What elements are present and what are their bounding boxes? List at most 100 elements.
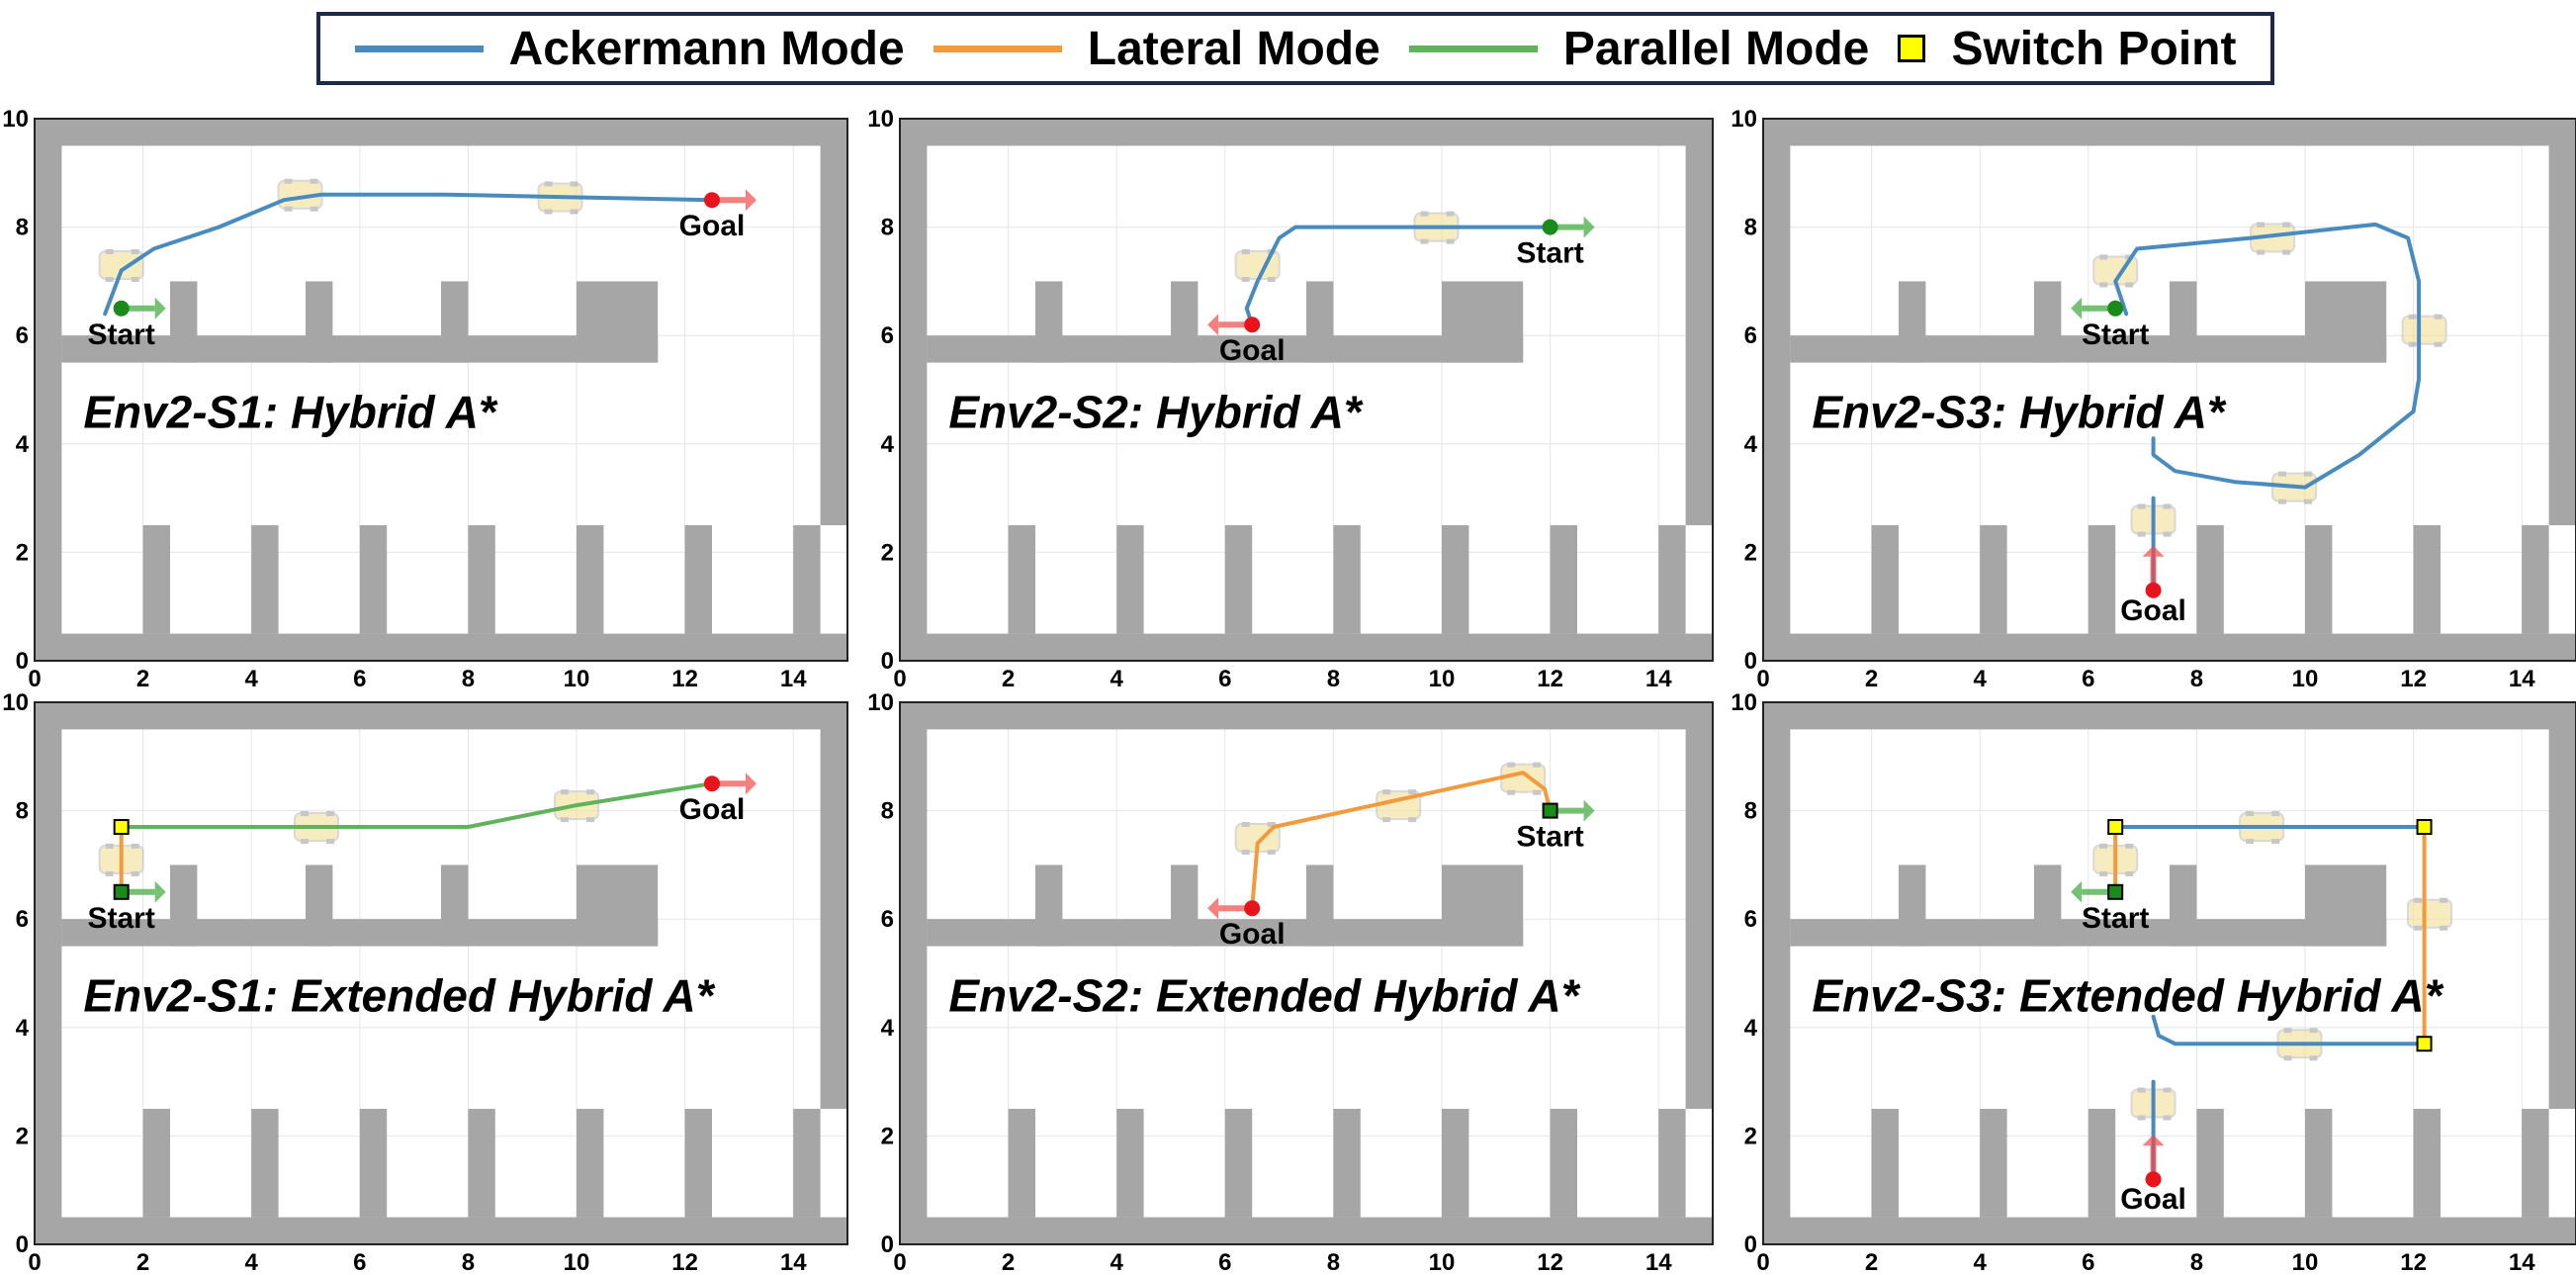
obstacle	[2305, 1109, 2333, 1218]
y-tick-label: 6	[881, 906, 894, 933]
obstacle	[2087, 1109, 2116, 1218]
vehicle-wheel	[2163, 1115, 2172, 1121]
vehicle-wheel	[586, 789, 594, 795]
x-tick-label: 6	[353, 666, 366, 692]
vehicle-wheel	[300, 811, 309, 817]
obstacle	[1035, 281, 1063, 363]
vehicle-wheel	[1241, 822, 1250, 827]
x-tick-label: 8	[2190, 1249, 2203, 1275]
y-tick-label: 4	[1744, 431, 1758, 458]
vehicle-wheel	[2125, 870, 2134, 876]
path-ackermann	[1244, 225, 1553, 327]
vehicle-wheel	[1533, 762, 1542, 768]
x-tick-label: 6	[1218, 1249, 1231, 1275]
start-marker	[113, 300, 130, 317]
legend-item-lateral: Lateral Mode	[933, 22, 1380, 76]
obstacle	[441, 865, 469, 947]
vehicle-wheel	[105, 843, 114, 849]
obstacle	[35, 119, 62, 661]
legend: Ackermann Mode Lateral Mode Parallel Mod…	[316, 12, 2274, 85]
panel-title: Env2-S2: Hybrid A*	[948, 386, 1364, 437]
obstacle	[1763, 702, 2576, 730]
obstacle	[251, 1109, 279, 1218]
obstacle	[900, 633, 1713, 661]
vehicle-wheel	[284, 178, 293, 184]
vehicle-wheel	[300, 839, 309, 845]
x-tick-label: 6	[353, 1249, 366, 1275]
x-tick-label: 0	[1756, 1249, 1769, 1275]
vehicle-wheel	[1267, 276, 1276, 282]
vehicle-wheel	[1382, 817, 1391, 823]
y-tick-label: 2	[1744, 539, 1757, 566]
obstacle	[900, 1217, 1713, 1244]
goal-arrow-icon-head	[746, 773, 756, 795]
vehicle-wheel	[2278, 499, 2287, 504]
y-tick-label: 4	[881, 431, 895, 458]
obstacle	[2548, 119, 2576, 525]
y-tick-label: 6	[16, 322, 29, 349]
vehicle-body	[2407, 898, 2453, 929]
vehicle-body	[98, 249, 144, 280]
vehicle-body	[1500, 763, 1547, 793]
vehicle-wheel	[2246, 839, 2255, 845]
vehicle-body	[2401, 315, 2447, 345]
vehicle-wheel	[561, 789, 569, 795]
vehicle-wheel	[2414, 925, 2423, 931]
x-tick-label: 14	[780, 666, 807, 692]
obstacle	[35, 119, 847, 146]
goal-label: Goal	[2120, 594, 2186, 627]
x-tick-label: 2	[1002, 1249, 1015, 1275]
start-label: Start	[2082, 902, 2149, 935]
vehicle-wheel	[2304, 499, 2313, 504]
path-ackermann	[2113, 222, 2422, 490]
goal-marker	[2145, 1171, 2162, 1188]
y-tick-label: 4	[16, 1015, 30, 1042]
x-tick-label: 0	[893, 666, 906, 692]
vehicle-wheel	[2137, 1087, 2146, 1093]
y-tick-label: 6	[1744, 322, 1757, 349]
obstacle	[1685, 702, 1713, 1109]
goal-arrow-icon-head	[1207, 897, 1219, 920]
obstacle	[306, 865, 333, 947]
obstacle	[927, 919, 1524, 947]
goal-arrow-icon-head	[746, 189, 756, 212]
y-tick-label: 2	[881, 539, 894, 566]
vehicle-wheel	[2271, 811, 2280, 817]
x-tick-label: 8	[1327, 666, 1340, 692]
obstacle	[1980, 525, 2007, 634]
switch-point	[113, 819, 130, 836]
axes-frame	[34, 701, 848, 1245]
obstacle	[1224, 525, 1253, 634]
legend-swatch-ackermann	[354, 45, 484, 52]
vehicle-wheel	[310, 206, 318, 212]
obstacle	[1658, 1109, 1686, 1218]
obstacle	[900, 702, 928, 1244]
vehicle-wheel	[131, 870, 139, 876]
goal-marker	[704, 775, 720, 792]
y-tick-label: 2	[881, 1123, 894, 1149]
obstacle	[900, 119, 928, 661]
vehicle-wheel	[131, 248, 139, 254]
axes-frame	[1762, 701, 2576, 1245]
vehicle-wheel	[2408, 341, 2417, 347]
y-tick-label: 10	[867, 106, 894, 133]
obstacle	[359, 525, 388, 634]
obstacle	[927, 335, 1524, 363]
obstacle	[1306, 281, 1334, 363]
obstacle	[577, 865, 659, 947]
obstacle	[1442, 281, 1524, 363]
x-tick-label: 6	[1218, 666, 1231, 692]
start-arrow-icon-head	[1583, 216, 1595, 238]
x-tick-label: 12	[671, 666, 698, 692]
y-tick-label: 0	[16, 1231, 29, 1258]
vehicle-wheel	[2137, 531, 2146, 537]
vehicle-wheel	[1267, 850, 1276, 855]
obstacle	[1550, 1109, 1577, 1218]
obstacle	[170, 281, 198, 363]
axes-frame	[34, 118, 848, 662]
obstacle	[2087, 525, 2116, 634]
obstacle	[1550, 525, 1577, 634]
